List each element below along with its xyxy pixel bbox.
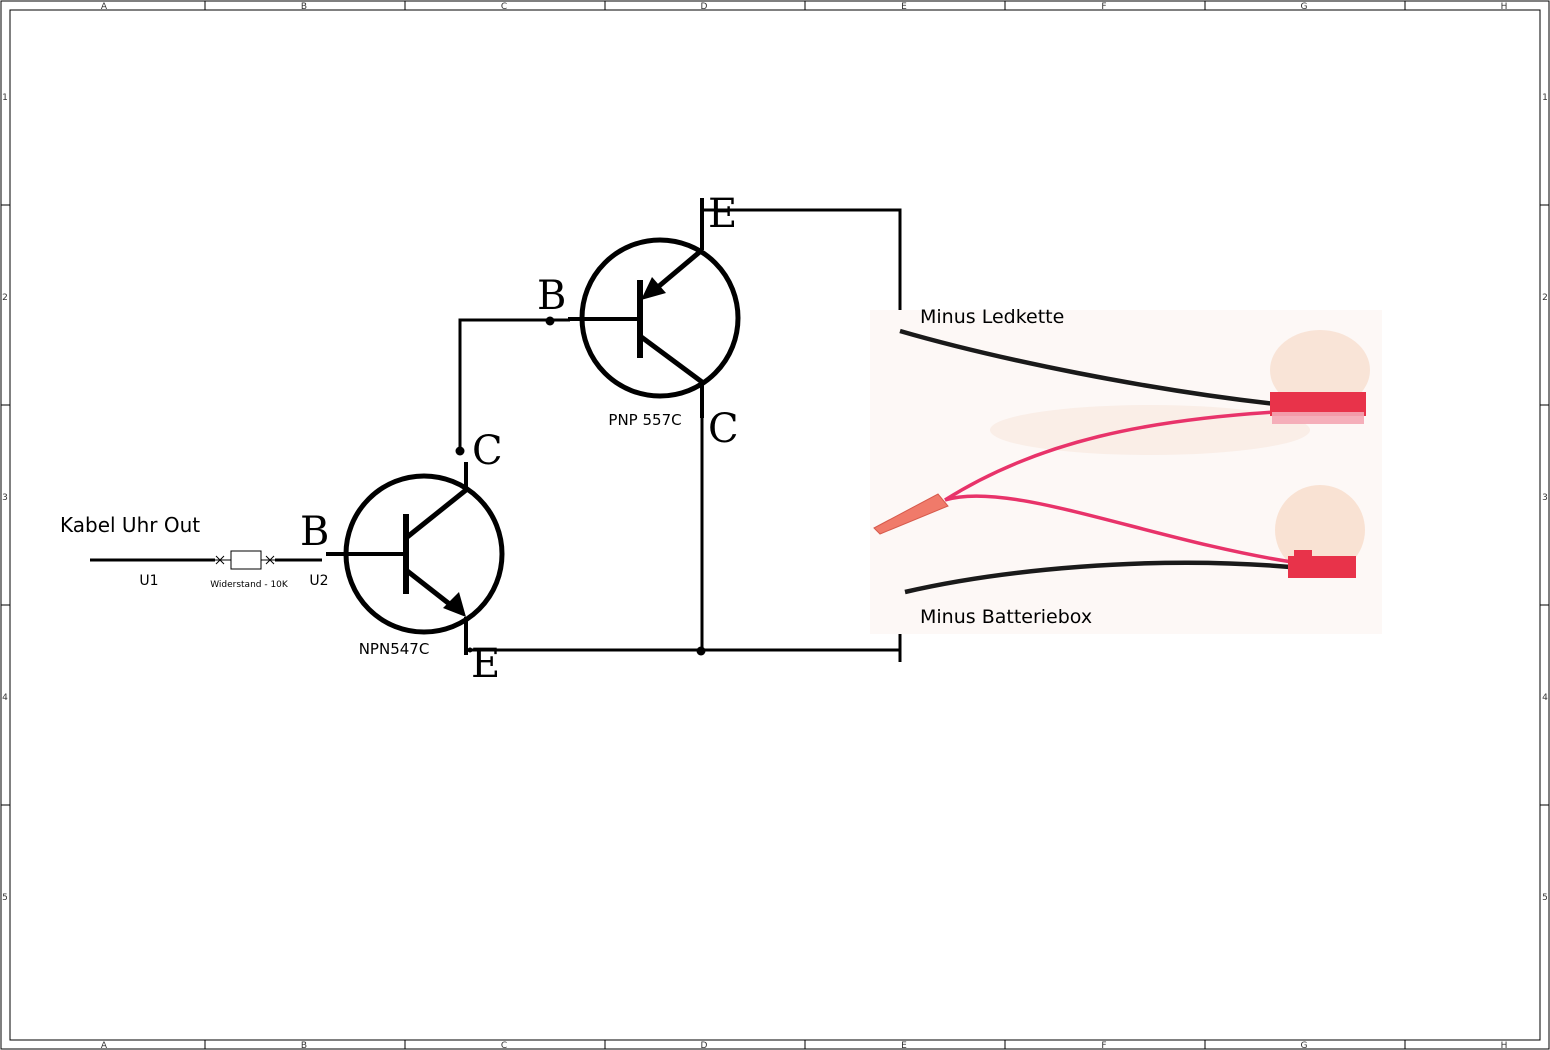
wires — [458, 208, 902, 662]
col-label-top-e: E — [901, 2, 907, 12]
col-label-bottom-d: D — [701, 1041, 708, 1050]
u1-label: U1 — [139, 573, 158, 589]
npn-pin-c: C — [472, 428, 503, 474]
col-label-bottom-h: H — [1501, 1041, 1508, 1050]
red-wire-top — [944, 410, 1276, 502]
row-label-right-5: 5 — [1542, 893, 1548, 903]
row-label-left-2: 2 — [2, 293, 8, 303]
resistor-label: Widerstand - 10K — [210, 580, 289, 590]
cable-photo — [870, 310, 1382, 634]
col-label-top-h: H — [1501, 2, 1508, 12]
pnp-transistor — [568, 198, 741, 418]
col-label-bottom-g: G — [1301, 1041, 1308, 1050]
row-label-left-1: 1 — [2, 93, 8, 103]
junction-npn-collector — [455, 446, 465, 456]
npn-transistor — [326, 462, 505, 655]
junction-pnp-base — [545, 316, 555, 326]
row-label-right-4: 4 — [1542, 693, 1548, 703]
junction-emitter-bus — [696, 646, 706, 656]
black-wire-ledkette — [899, 328, 1276, 407]
row-label-left-3: 3 — [2, 493, 8, 503]
input-title: Kabel Uhr Out — [60, 513, 200, 537]
splice-sleeve — [873, 493, 949, 535]
black-wire-batteriebox — [904, 560, 1291, 595]
resistor — [215, 550, 275, 570]
pnp-pin-b: B — [537, 273, 566, 319]
row-label-right-2: 2 — [1542, 293, 1548, 303]
connector-bottom — [1288, 556, 1356, 578]
col-label-top-d: D — [701, 2, 708, 12]
minus-batteriebox-label: Minus Batteriebox — [920, 606, 1092, 628]
col-label-bottom-e: E — [901, 1041, 907, 1050]
pnp-pin-c: C — [708, 406, 739, 452]
col-label-top-g: G — [1301, 2, 1308, 12]
row-label-right-3: 3 — [1542, 493, 1548, 503]
col-label-top-c: C — [501, 2, 507, 12]
col-label-top-b: B — [301, 2, 307, 12]
col-label-bottom-c: C — [501, 1041, 507, 1050]
row-label-left-5: 5 — [2, 893, 8, 903]
npn-pin-e: E — [471, 641, 500, 687]
pnp-pin-e: E — [708, 191, 737, 237]
red-wire-bottom — [944, 494, 1293, 564]
col-label-top-f: F — [1101, 2, 1106, 12]
npn-name: NPN547C — [359, 640, 430, 658]
pnp-name: PNP 557C — [608, 411, 681, 429]
col-label-bottom-f: F — [1101, 1041, 1106, 1050]
inner-frame — [9, 9, 1541, 1041]
col-label-top-a: A — [101, 2, 108, 12]
u2-label: U2 — [309, 573, 328, 589]
row-label-right-1: 1 — [1542, 93, 1548, 103]
junction-npn-emitter — [467, 647, 473, 653]
minus-ledkette-label: Minus Ledkette — [920, 306, 1064, 328]
col-label-bottom-b: B — [301, 1041, 307, 1050]
row-label-left-4: 4 — [2, 693, 8, 703]
npn-pin-b: B — [300, 509, 329, 555]
col-label-bottom-a: A — [101, 1041, 108, 1050]
